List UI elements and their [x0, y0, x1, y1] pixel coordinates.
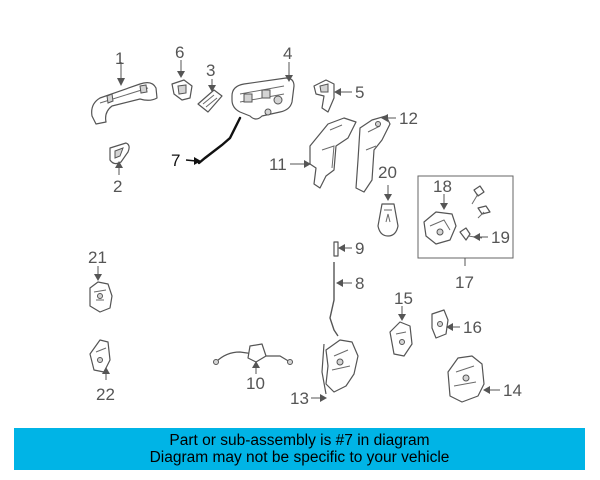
callout-17: 17: [455, 273, 474, 292]
callout-9: 9: [355, 239, 364, 258]
callout-2: 2: [113, 177, 122, 196]
part-12-trim-panel: 12: [355, 109, 418, 193]
part-11-trim-panel: 11: [269, 117, 357, 189]
part-22-bracket: 22: [89, 339, 115, 404]
part-21-bracket: 21: [88, 248, 113, 313]
callout-12: 12: [399, 109, 418, 128]
banner-line-1: Part or sub-assembly is #7 in diagram: [169, 432, 430, 449]
part-14-actuator: 14: [447, 355, 522, 403]
part-1-outside-handle: 1: [91, 49, 158, 125]
callout-16: 16: [463, 318, 482, 337]
callout-3: 3: [206, 61, 215, 80]
part-16-plate: 16: [431, 309, 482, 339]
info-banner: Part or sub-assembly is #7 in diagram Di…: [14, 428, 585, 470]
part-4-handle-carrier: 4: [231, 44, 295, 120]
part-5-clip: 5: [313, 79, 364, 113]
callout-6: 6: [175, 43, 184, 62]
callout-1: 1: [115, 49, 124, 68]
part-6-bracket: 6: [171, 43, 193, 101]
part-15-bracket: 15: [389, 289, 413, 357]
callout-10: 10: [246, 374, 265, 393]
part-2-handle-cap: 2: [109, 142, 130, 196]
part-3-pad: 3: [197, 61, 223, 113]
banner-line-2: Diagram may not be specific to your vehi…: [149, 449, 450, 466]
part-17-assembly-box: 17 18 19: [417, 175, 514, 292]
callout-5: 5: [355, 83, 364, 102]
callout-15: 15: [394, 289, 413, 308]
callout-18: 18: [433, 177, 452, 196]
callout-19: 19: [491, 228, 510, 247]
callout-22: 22: [96, 385, 115, 404]
callout-8: 8: [355, 274, 364, 293]
callout-7: 7: [171, 151, 180, 170]
part-8-rod: 8: [329, 262, 364, 337]
callout-11: 11: [269, 155, 287, 174]
callout-13: 13: [290, 389, 309, 408]
part-13-latch: 13: [290, 339, 359, 408]
part-7-rod: 7: [171, 116, 242, 170]
part-10-cable: 10: [213, 343, 293, 393]
callout-20: 20: [378, 163, 397, 182]
part-20-key: 20: [377, 163, 399, 237]
callout-21: 21: [88, 248, 107, 267]
callout-14: 14: [503, 381, 522, 400]
part-9-pin: 9: [333, 239, 364, 258]
callout-4: 4: [283, 44, 292, 63]
